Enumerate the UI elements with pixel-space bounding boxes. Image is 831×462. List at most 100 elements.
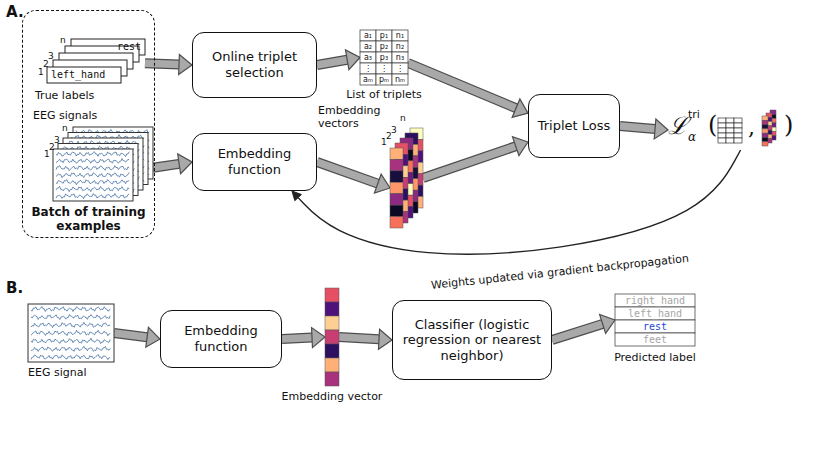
process-box: Embedding function [192,133,317,191]
node-text: EEG signal [28,366,124,379]
index-number: 3 [54,136,60,146]
eeg-trace [31,346,110,351]
arrow-outline [145,63,179,64]
arrow-outline [423,146,516,178]
arrow-shaft [114,333,147,337]
vector-cell [325,316,339,330]
index-number: 1 [381,138,387,148]
arrow-outline [408,63,516,108]
eeg-panel [28,304,114,362]
eeg-trace [31,354,110,359]
table-cell [376,30,392,41]
flow-arrow [552,314,615,340]
node-text: rest [73,40,141,53]
table-cell [734,138,742,143]
arrow-outline [620,126,655,129]
node-text: a₃ [360,52,376,63]
vector-cell [325,372,339,386]
table-cell [360,30,376,41]
vector-cell [762,137,768,141]
table-cell [734,123,742,128]
flow-arrow [339,329,392,349]
eeg-trace [56,152,129,157]
embedding-vector: Embedding vector [276,288,388,406]
table-cell [615,333,695,346]
arrowhead [292,191,301,201]
arrowhead [654,119,668,139]
node-text: ) [784,111,796,140]
flow-arrow [408,63,528,117]
arrowhead [378,329,392,349]
index-number: n [60,36,66,46]
box-label: Embedding function [193,146,316,177]
node-text: Embedding vectors [318,104,384,130]
node-text: pₘ [376,74,392,85]
table-cell [718,123,726,128]
flow-arrow [114,327,160,347]
table-cell [376,52,392,63]
box-label: Classifier (logistic regression or neare… [393,317,551,364]
vector-cell [390,205,403,216]
arrowhead [374,174,390,193]
eeg-trace [31,330,110,335]
node-text: ( [708,111,718,140]
flow-arrow [620,119,668,139]
vector-cell [762,125,768,129]
node-text: n₃ [392,52,408,63]
vector-cell [762,116,768,120]
vector-cell [762,133,768,137]
arrow-shaft [408,63,516,108]
table-cell [718,133,726,138]
table-cell [376,41,392,52]
arrowhead [178,154,192,174]
arrow-shaft [423,146,516,178]
table-cell [360,74,376,85]
node-text: nₘ [392,74,408,85]
index-number: 2 [49,143,55,153]
arrowhead [179,55,192,75]
vector-cell [390,159,403,170]
batch-group: Batch of training examples rest left_handT… [22,10,155,238]
eeg-trace [31,307,110,312]
node-text: left_hand [51,68,119,81]
node-text: EEG signals [33,109,133,122]
node-text: ℒ [668,112,690,141]
node-text: , [748,115,758,141]
vector-cell [762,142,768,146]
vector-cell [325,288,339,302]
feedback-arrow [292,150,741,254]
arrow-shaft [620,126,655,129]
vector-cell [762,129,768,133]
node-text: p₃ [376,52,392,63]
eeg-trace [31,338,110,343]
table-cell [734,128,742,133]
arrow-shaft [282,338,312,339]
node-text: Batch of training examples [23,205,154,234]
node-text: feet [615,333,695,346]
table-cell [360,63,376,74]
arrow-outline [317,60,347,65]
table-cell [718,138,726,143]
eeg-signals-stack: EEG signals [33,109,155,205]
eeg-trace [56,172,129,177]
table-cell [392,41,408,52]
node-text: True labels [35,89,145,102]
table-cell [726,123,734,128]
arrow-outline [153,164,179,168]
table-cell [726,128,734,133]
node-text: n₁ [392,30,408,41]
node-text: List of triplets [334,88,434,101]
arrowhead [600,314,615,333]
flow-arrow [423,137,528,178]
table-cell [376,63,392,74]
flow-arrow [145,55,192,75]
node-text: α [688,130,704,144]
eeg-trace [56,193,129,198]
node-text: Predicted label [603,351,707,364]
arrow-outline [114,333,147,337]
vector-cell [390,194,403,205]
arrow-shaft [298,150,740,254]
panel-letter: A. [6,4,24,21]
eeg-trace [56,166,129,171]
